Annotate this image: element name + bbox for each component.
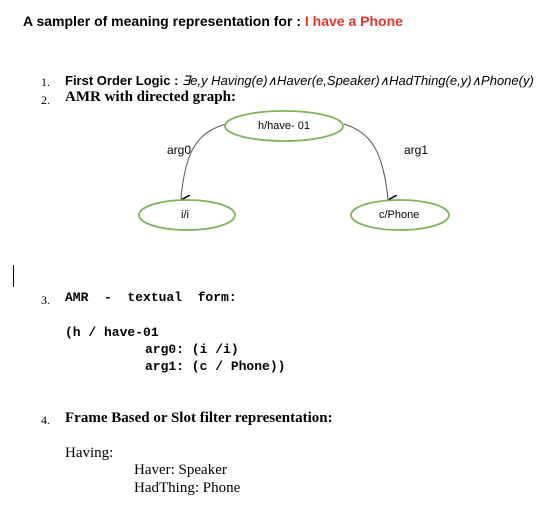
edge-arg1 bbox=[343, 123, 389, 200]
edge-arg1-label: arg1 bbox=[404, 143, 429, 157]
title-prefix: A sampler of meaning representation for … bbox=[23, 13, 305, 29]
node-right bbox=[350, 199, 450, 231]
item-3-label: AMR - textual form: bbox=[65, 290, 237, 305]
item-2-number: 2. bbox=[41, 93, 50, 107]
frame-slot-haver: Haver: Speaker bbox=[134, 462, 227, 478]
title-highlight: I have a Phone bbox=[304, 13, 403, 29]
item-4-number: 4. bbox=[41, 413, 50, 427]
node-root-label: h/have- 01 bbox=[258, 120, 310, 132]
item-1-number: 1. bbox=[41, 75, 50, 89]
node-left-label: i/i bbox=[181, 209, 189, 221]
item-3-number: 3. bbox=[41, 293, 50, 307]
edge-arg0 bbox=[180, 123, 227, 200]
item-2-label: AMR with directed graph: bbox=[65, 89, 236, 105]
amr-text-line-1: (h / have-01 bbox=[65, 325, 159, 340]
page-title: A sampler of meaning representation for … bbox=[23, 13, 403, 29]
text-cursor bbox=[13, 265, 14, 287]
item-4-label: Frame Based or Slot filter representatio… bbox=[65, 410, 333, 426]
first-order-logic-formula: ∃e,y Having(e)∧Haver(e,Speaker)∧HadThing… bbox=[182, 73, 534, 88]
frame-slot-hadthing: HadThing: Phone bbox=[134, 480, 241, 496]
item-1-label: First Order Logic : bbox=[65, 73, 183, 88]
node-left bbox=[138, 199, 236, 231]
amr-text-line-2: arg0: (i /i) bbox=[145, 342, 239, 357]
node-root bbox=[224, 110, 344, 142]
edge-arg0-label: arg0 bbox=[167, 143, 192, 157]
amr-text-line-3: arg1: (c / Phone)) bbox=[145, 359, 286, 374]
item-1: First Order Logic : ∃e,y Having(e)∧Haver… bbox=[65, 72, 534, 90]
node-right-label: c/Phone bbox=[379, 209, 420, 221]
frame-name: Having: bbox=[65, 445, 114, 461]
